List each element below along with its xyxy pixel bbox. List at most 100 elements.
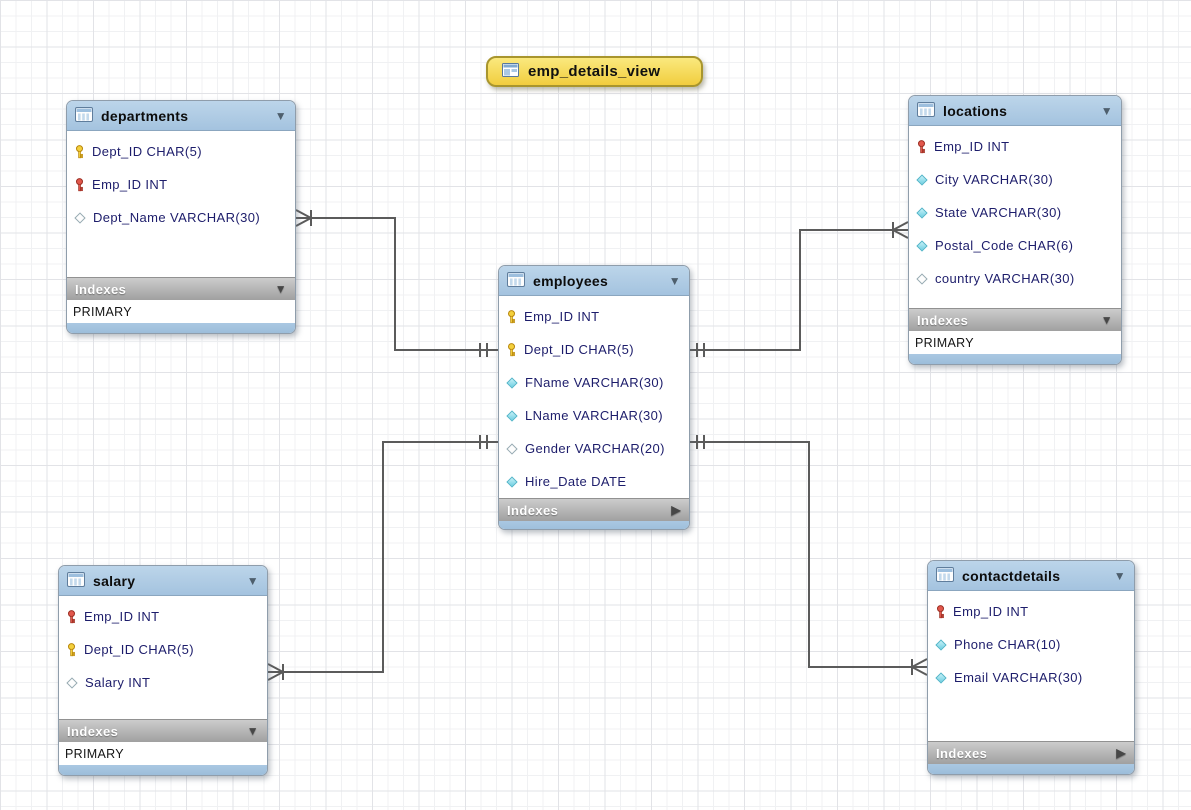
table-header[interactable]: salary ▼ [59,566,267,596]
column-row[interactable]: Postal_Code CHAR(6) [909,229,1121,262]
table-footer [928,764,1134,774]
not-null-column-icon [506,376,518,389]
foreign-key-icon [916,139,927,154]
not-null-column-icon [935,671,947,684]
collapse-chevron-icon[interactable]: ▼ [1113,568,1126,583]
column-label: Gender VARCHAR(20) [525,441,665,456]
nullable-column-icon [74,211,86,224]
indexes-label: Indexes [507,502,559,518]
table-title: departments [101,107,189,124]
connector-employees-contactdetails[interactable] [690,435,928,676]
column-label: Emp_ID INT [953,604,1029,619]
indexes-bar[interactable]: Indexes ▶ [928,741,1134,764]
primary-key-icon [74,144,85,159]
column-label: Dept_Name VARCHAR(30) [93,210,261,225]
connector-departments-employees[interactable] [295,209,498,357]
table-departments[interactable]: departments ▼ Dept_ID CHAR(5) Emp_ID INT… [66,100,296,334]
table-header[interactable]: employees ▼ [499,266,689,296]
column-row[interactable]: Gender VARCHAR(20) [499,432,689,465]
table-footer [67,323,295,333]
column-row[interactable]: Emp_ID INT [67,168,295,201]
column-label: Salary INT [85,675,151,690]
not-null-column-icon [506,475,518,488]
column-label: LName VARCHAR(30) [525,408,664,423]
table-icon [75,106,93,125]
column-list: Emp_ID INT Dept_ID CHAR(5) Salary INT [59,596,267,719]
indexes-chevron-icon[interactable]: ▼ [274,282,287,296]
column-label: Postal_Code CHAR(6) [935,238,1074,253]
table-header[interactable]: contactdetails ▼ [928,561,1134,591]
indexes-label: Indexes [936,745,988,761]
column-row[interactable]: FName VARCHAR(30) [499,366,689,399]
column-row[interactable]: State VARCHAR(30) [909,196,1121,229]
indexes-chevron-icon[interactable]: ▼ [1100,313,1113,327]
collapse-chevron-icon[interactable]: ▼ [668,273,681,288]
table-icon [917,101,935,120]
column-row[interactable]: Emp_ID INT [499,300,689,333]
column-list: Emp_ID INT Dept_ID CHAR(5) FName VARCHAR… [499,296,689,498]
column-label: Dept_ID CHAR(5) [524,342,635,357]
indexes-bar[interactable]: Indexes ▼ [909,308,1121,331]
not-null-column-icon [506,409,518,422]
column-row[interactable]: Dept_Name VARCHAR(30) [67,201,295,234]
collapse-chevron-icon[interactable]: ▼ [1100,103,1113,118]
table-header[interactable]: locations ▼ [909,96,1121,126]
not-null-column-icon [935,638,947,651]
nullable-column-icon [506,442,518,455]
table-icon [507,271,525,290]
indexes-chevron-icon[interactable]: ▶ [1116,746,1126,760]
column-row[interactable]: Salary INT [59,666,267,699]
index-row[interactable]: PRIMARY [909,331,1121,354]
column-row[interactable]: Dept_ID CHAR(5) [67,135,295,168]
table-icon [67,571,85,590]
table-employees[interactable]: employees ▼ Emp_ID INT Dept_ID CHAR(5) F… [498,265,690,530]
column-row[interactable]: LName VARCHAR(30) [499,399,689,432]
indexes-bar[interactable]: Indexes ▼ [59,719,267,742]
table-locations[interactable]: locations ▼ Emp_ID INT City VARCHAR(30) … [908,95,1122,365]
nullable-column-icon [66,676,78,689]
column-label: City VARCHAR(30) [935,172,1054,187]
column-row[interactable]: Emp_ID INT [59,600,267,633]
column-row[interactable]: Email VARCHAR(30) [928,661,1134,694]
column-row[interactable]: Dept_ID CHAR(5) [59,633,267,666]
not-null-column-icon [916,173,928,186]
collapse-chevron-icon[interactable]: ▼ [246,573,259,588]
table-title: locations [943,102,1008,119]
index-row[interactable]: PRIMARY [59,742,267,765]
indexes-label: Indexes [75,281,127,297]
table-icon [936,566,954,585]
column-row[interactable]: country VARCHAR(30) [909,262,1121,295]
collapse-chevron-icon[interactable]: ▼ [274,108,287,123]
column-row[interactable]: City VARCHAR(30) [909,163,1121,196]
indexes-chevron-icon[interactable]: ▶ [671,503,681,517]
connector-salary-employees[interactable] [267,435,498,681]
column-label: Email VARCHAR(30) [954,670,1083,685]
view-icon [502,62,519,81]
column-list: Dept_ID CHAR(5) Emp_ID INT Dept_Name VAR… [67,131,295,277]
index-row[interactable]: PRIMARY [67,300,295,323]
indexes-bar[interactable]: Indexes ▼ [67,277,295,300]
column-label: FName VARCHAR(30) [525,375,664,390]
table-header[interactable]: departments ▼ [67,101,295,131]
table-footer [59,765,267,775]
column-row[interactable]: Emp_ID INT [928,595,1134,628]
column-row[interactable]: Dept_ID CHAR(5) [499,333,689,366]
indexes-chevron-icon[interactable]: ▼ [246,724,259,738]
column-label: Dept_ID CHAR(5) [84,642,195,657]
column-row[interactable]: Hire_Date DATE [499,465,689,498]
not-null-column-icon [916,206,928,219]
indexes-bar[interactable]: Indexes ▶ [499,498,689,521]
view-badge-emp-details-view[interactable]: emp_details_view [486,56,703,87]
foreign-key-icon [74,177,85,192]
table-salary[interactable]: salary ▼ Emp_ID INT Dept_ID CHAR(5) Sala… [58,565,268,776]
connector-employees-locations[interactable] [690,221,909,357]
column-label: Dept_ID CHAR(5) [92,144,203,159]
primary-key-icon [506,309,517,324]
column-row[interactable]: Emp_ID INT [909,130,1121,163]
column-label: Emp_ID INT [92,177,168,192]
column-row[interactable]: Phone CHAR(10) [928,628,1134,661]
view-badge-label: emp_details_view [528,63,661,80]
table-contactdetails[interactable]: contactdetails ▼ Emp_ID INT Phone CHAR(1… [927,560,1135,775]
